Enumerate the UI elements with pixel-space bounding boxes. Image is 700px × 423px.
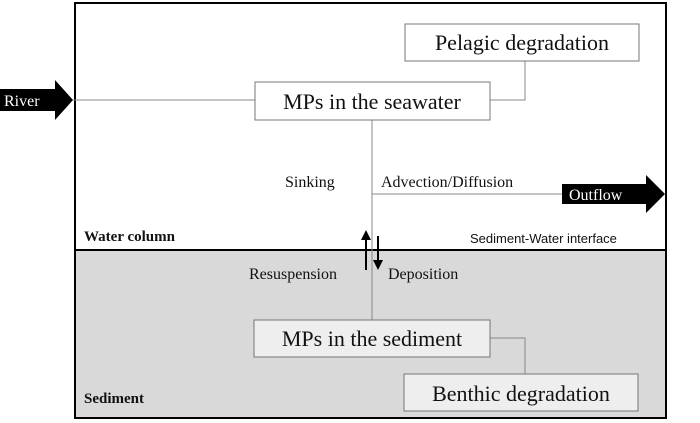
mps-sediment-box <box>253 319 491 358</box>
down-arrow <box>373 236 383 270</box>
pelagic-degradation-label: Pelagic degradation <box>435 30 609 55</box>
pelagic-degradation-box <box>404 23 640 62</box>
up-arrow <box>361 230 371 270</box>
river-arrow <box>0 80 73 120</box>
deposition-label: Deposition <box>388 266 458 283</box>
diagram-frame <box>74 2 667 419</box>
pelagic-connector <box>490 61 526 101</box>
water-column-label: Water column <box>84 229 176 245</box>
advection-diffusion-label: Advection/Diffusion <box>381 174 513 191</box>
benthic-connector <box>490 337 526 374</box>
benthic-degradation-label: Benthic degradation <box>432 381 610 406</box>
interface-label: Sediment-Water interface <box>470 231 617 246</box>
resuspension-label: Resuspension <box>249 266 337 283</box>
benthic-degradation-box <box>403 373 639 412</box>
river-label: River <box>4 93 40 110</box>
mps-sediment-label: MPs in the sediment <box>282 326 462 351</box>
outflow-arrow <box>562 175 665 213</box>
mps-seawater-label: MPs in the seawater <box>283 89 461 114</box>
sediment-label: Sediment <box>84 391 144 407</box>
mps-seawater-box <box>254 81 491 121</box>
sinking-label: Sinking <box>285 174 335 191</box>
outflow-label: Outflow <box>569 187 623 204</box>
